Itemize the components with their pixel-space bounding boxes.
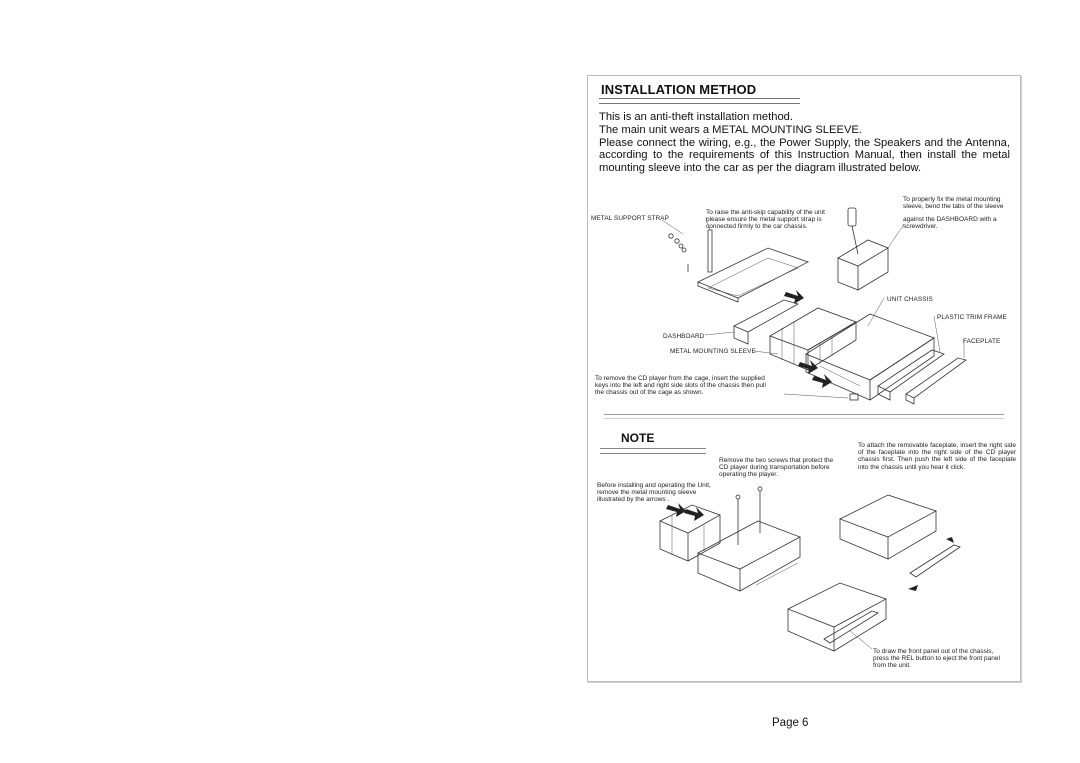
plastic-trim-frame <box>877 349 945 401</box>
label-faceplate: FACEPLATE <box>963 338 1001 345</box>
note-title: NOTE <box>621 431 655 445</box>
label-unit-chassis: UNIT CHASSIS <box>887 296 933 303</box>
note-underline <box>600 448 706 454</box>
note-player-release <box>787 582 887 652</box>
label-fix-sleeve-note-1: To properly fix the metal mounting sleev… <box>903 196 1004 211</box>
note-draw-front-panel: To draw the front panel out of the chass… <box>873 648 1000 670</box>
note-diagram <box>659 486 961 652</box>
intro-text: This is an anti-theft installation metho… <box>599 111 1010 175</box>
faceplate <box>905 357 967 405</box>
metal-mounting-sleeve-cage <box>769 307 857 371</box>
note-remove-screws: Remove the two screws that protect the C… <box>719 457 834 479</box>
mounting-sleeve-frame <box>733 299 800 333</box>
intro-line-3: Please connect the wiring, e.g., the Pow… <box>599 136 1010 175</box>
removal-key <box>849 393 859 401</box>
support-strap <box>707 229 713 273</box>
label-dashboard: DASHBOARD <box>663 333 705 340</box>
screwdriver <box>847 207 859 255</box>
arrow-insert-sleeve <box>784 290 804 304</box>
title-underline <box>599 98 800 104</box>
label-metal-support-strap: METAL SUPPORT STRAP <box>591 215 670 222</box>
label-anti-skip-note: To raise the anti-skip capability of the… <box>706 209 825 231</box>
note-attach-faceplate: To attach the removable faceplate, inser… <box>858 442 1016 471</box>
manual-page: INSTALLATION METHOD This is an anti-thef… <box>587 75 1021 682</box>
intro-line-2: The main unit wears a METAL MOUNTING SLE… <box>599 123 862 136</box>
unit-chassis <box>805 313 935 401</box>
note-arrow-2 <box>684 507 704 521</box>
page-number: Page 6 <box>772 717 809 729</box>
support-strap-screws <box>668 233 689 272</box>
note-player-faceplate <box>839 494 961 591</box>
note-arrow-1 <box>666 503 686 517</box>
dashboard-panel <box>697 247 810 299</box>
section-divider <box>604 414 1004 419</box>
intro-line-1: This is an anti-theft installation metho… <box>599 111 794 123</box>
arrow-remove-left <box>798 360 818 374</box>
installation-diagram <box>661 207 967 405</box>
note-before-installing: Before installing and operating the Unit… <box>597 482 711 504</box>
note-player-screws <box>697 486 801 592</box>
section-title: INSTALLATION METHOD <box>601 82 757 97</box>
label-plastic-trim-frame: PLASTIC TRIM FRAME <box>937 314 1007 321</box>
label-fix-sleeve-note-2: against the DASHBOARD with a screwdriver… <box>903 216 997 231</box>
arrow-remove-right <box>812 374 832 388</box>
label-metal-mounting-sleeve: METAL MOUNTING SLEEVE <box>670 348 756 355</box>
label-remove-player-note: To remove the CD player from the cage, i… <box>595 375 766 397</box>
